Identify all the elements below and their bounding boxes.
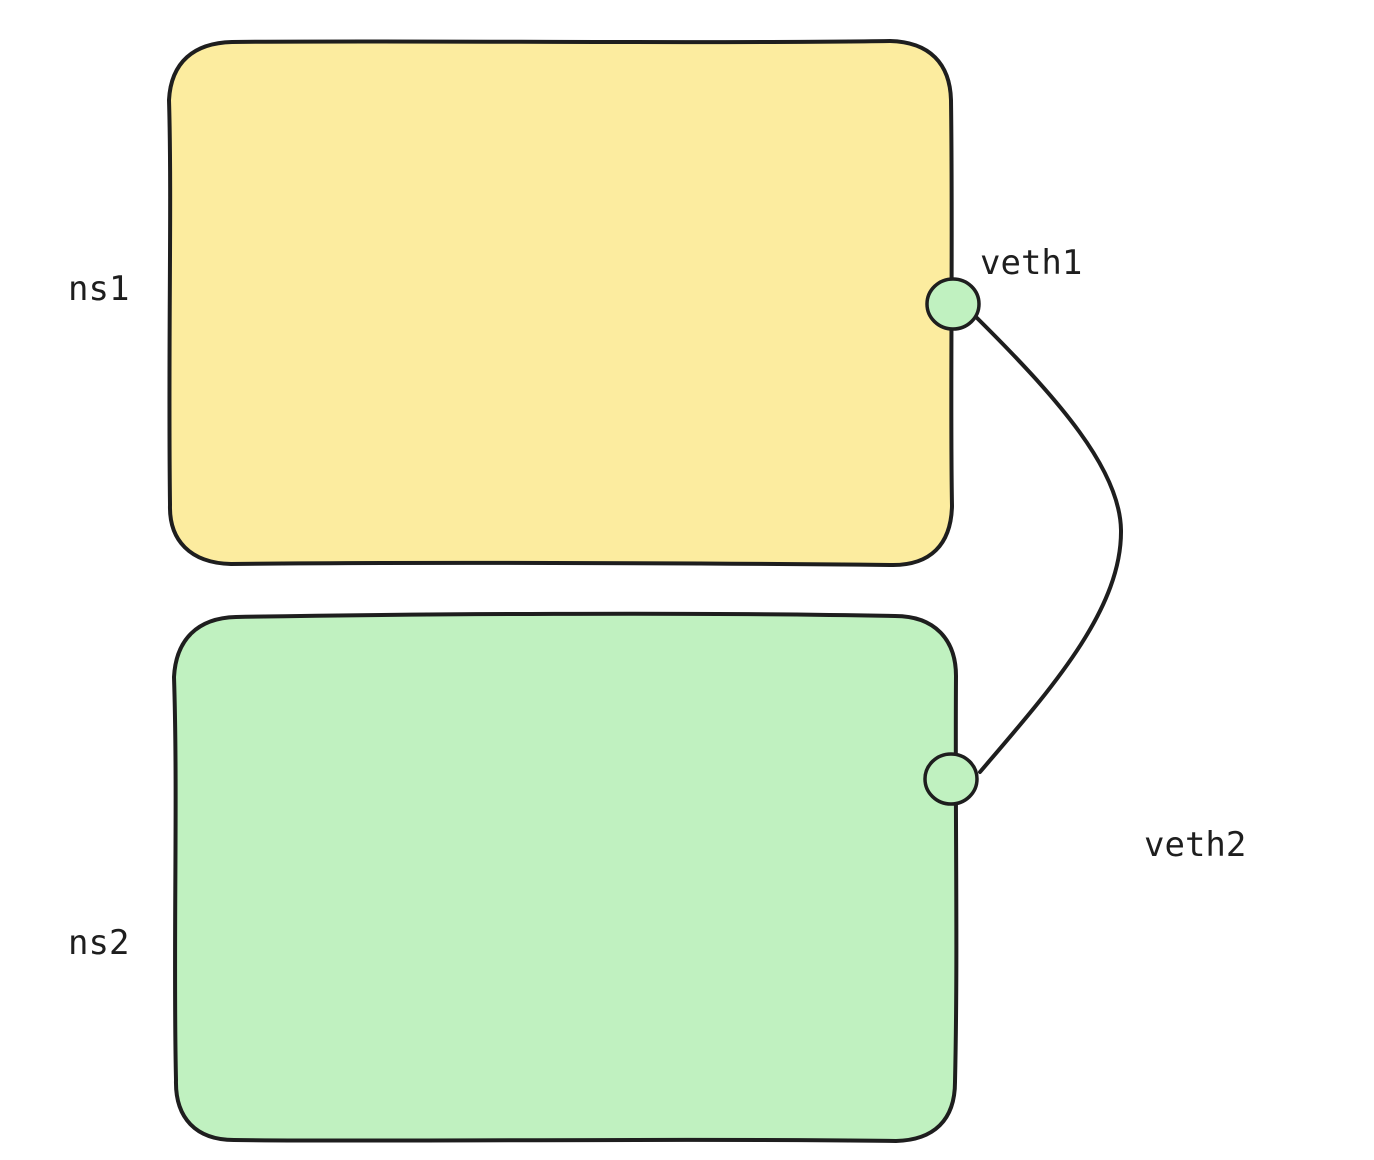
ns1-box[interactable] [167,39,954,567]
veth2-port[interactable] [923,752,979,806]
veth2-label: veth2 [1144,825,1247,865]
veth1-port[interactable] [925,277,981,331]
ns2-box[interactable] [172,611,959,1143]
ns2-label: ns2 [68,923,130,963]
ns1-label: ns1 [68,269,130,309]
veth1-label: veth1 [980,243,1083,283]
veth-cable[interactable] [972,313,1124,774]
